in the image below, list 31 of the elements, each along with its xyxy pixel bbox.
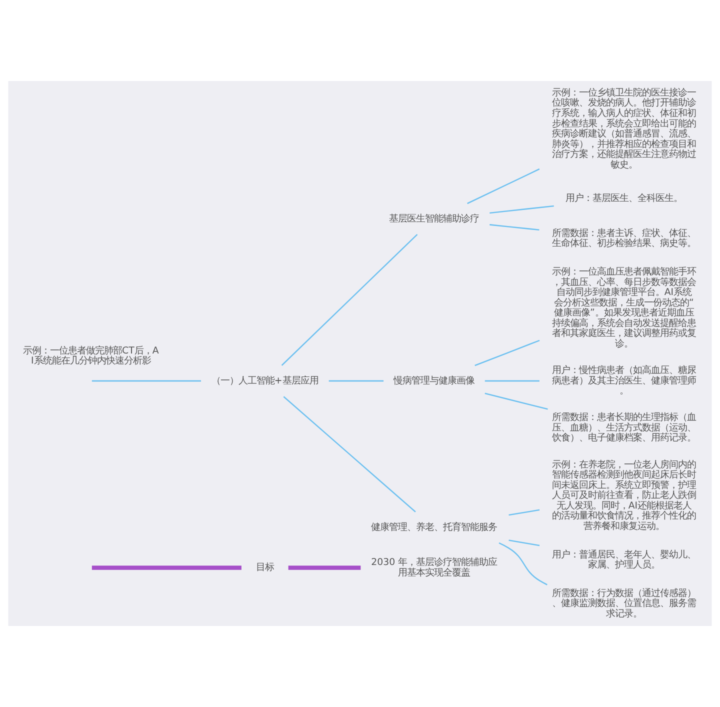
connector — [92, 566, 242, 570]
connector — [490, 205, 554, 214]
connector — [467, 168, 540, 204]
connector — [328, 380, 384, 382]
node-text: 所需数据：患者主诉、症状、体征、生命体征、初步检验结果、病史等。 — [552, 228, 696, 250]
connector — [474, 340, 540, 366]
connector — [92, 380, 202, 382]
connector — [288, 566, 361, 570]
label: 示例：一位患者做完肺部CT后，AI系统能在几分钟内快速分析影 — [23, 345, 159, 367]
node-text: 所需数据：行为数据（通过传感器）、健康监测数据、位置信息、服务需求记录。 — [552, 588, 696, 620]
connector — [490, 224, 540, 231]
node-text: 用户：普通居民、老年人、婴幼儿、家属、护理人员。 — [552, 549, 696, 571]
node-text: 2030 年，基层诊疗智能辅助应用基本实现全覆盖 — [371, 556, 498, 578]
node-text: 基层医生智能辅助诊疗 — [389, 213, 480, 224]
connector — [498, 542, 548, 586]
node-text: 用户：慢性病患者（如高血压、糖尿病患者）及其主治医生、健康管理师。 — [552, 365, 696, 397]
connector — [484, 392, 548, 410]
node-text: 示例：一位乡镇卫生院的医生接诊一位咳嗽、发烧的病人。他打开辅助诊疗系统，输入病人的症状、体征和初步检查结果，系统会立即给出可能的疾病诊断建议（如普通感冒、流感、肺炎等），并推荐相应的检查项目和治疗方案，还能提醒医生注意药物过敏史。 — [552, 87, 696, 170]
node-text: 示例：在养老院，一位老人房间内的智能传感器检测到他夜间起床后长时间未返回床上。系统立即预警，护理人员可及时前往查看，防止老人跌倒无人发现。同时，AI还能根据老人的活动量和饮食情况，推荐个性化的营养餐和康复运动。 — [552, 459, 696, 532]
node-text: 健康管理、养老、托育智能服务 — [371, 522, 498, 533]
connector — [508, 509, 540, 516]
connector — [281, 234, 418, 366]
node-text: 目标 — [256, 562, 274, 574]
node-text: 慢病管理与健康画像 — [394, 375, 475, 386]
connector — [484, 380, 540, 382]
connector — [283, 396, 416, 512]
node-text: （一）人工智能+基层应用 — [211, 375, 318, 386]
node-text: 示例：一位高血压患者佩戴智能手环，其血压、心率、每日步数等数据会自动同步到健康管理平台。AI系统会分析这些数据，生成一份动态的“健康画像”。如果发现患者近期血压持续偏高，系统会自动发送提醒给患者和其家庭医生，建议调整用药或复诊。 — [552, 266, 696, 350]
connector — [508, 540, 540, 546]
node-text: 所需数据：患者长期的生理指标（血压、血糖）、生活方式数据（运动、饮食）、电子健康档案、用药记录。 — [552, 412, 696, 444]
node-text: 用户：基层医生、全科医生。 — [565, 192, 682, 204]
